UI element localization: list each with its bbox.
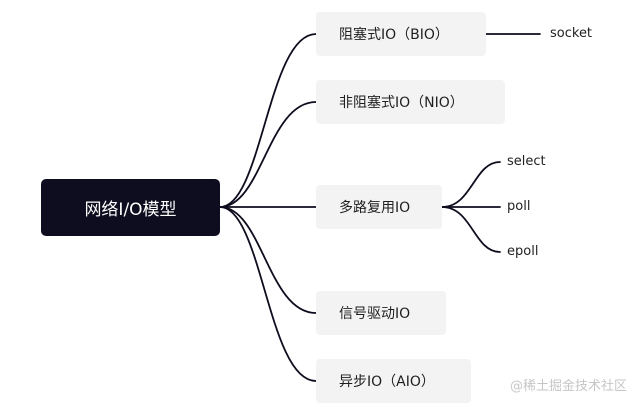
- node-signal-driven-io[interactable]: 信号驱动IO: [316, 291, 446, 335]
- node-label: 阻塞式IO（BIO）: [339, 27, 449, 43]
- edge-multiplex-select: [441, 161, 501, 208]
- node-multiplexing-io[interactable]: 多路复用IO: [316, 185, 442, 229]
- edge-root-signal: [219, 206, 317, 314]
- leaf-socket[interactable]: socket: [550, 26, 593, 41]
- edge-root-bio: [219, 33, 317, 208]
- leaf-select[interactable]: select: [507, 154, 546, 169]
- leaf-poll[interactable]: poll: [507, 199, 531, 214]
- node-label: 信号驱动IO: [339, 306, 411, 322]
- node-label: 非阻塞式IO（NIO）: [339, 95, 464, 111]
- node-async-io[interactable]: 异步IO（AIO）: [316, 359, 471, 403]
- node-label: 异步IO（AIO）: [339, 374, 435, 390]
- edge-multiplex-epoll: [441, 206, 501, 253]
- leaf-epoll[interactable]: epoll: [507, 244, 539, 259]
- root-node-label: 网络I/O模型: [84, 200, 177, 220]
- edge-root-nio: [219, 101, 317, 208]
- watermark: @稀土掘金技术社区: [509, 379, 627, 394]
- edge-root-aio: [219, 206, 317, 382]
- node-blocking-io[interactable]: 阻塞式IO（BIO）: [316, 12, 486, 56]
- node-nonblocking-io[interactable]: 非阻塞式IO（NIO）: [316, 80, 505, 124]
- node-label: 多路复用IO: [339, 200, 411, 216]
- root-node[interactable]: 网络I/O模型: [41, 179, 220, 236]
